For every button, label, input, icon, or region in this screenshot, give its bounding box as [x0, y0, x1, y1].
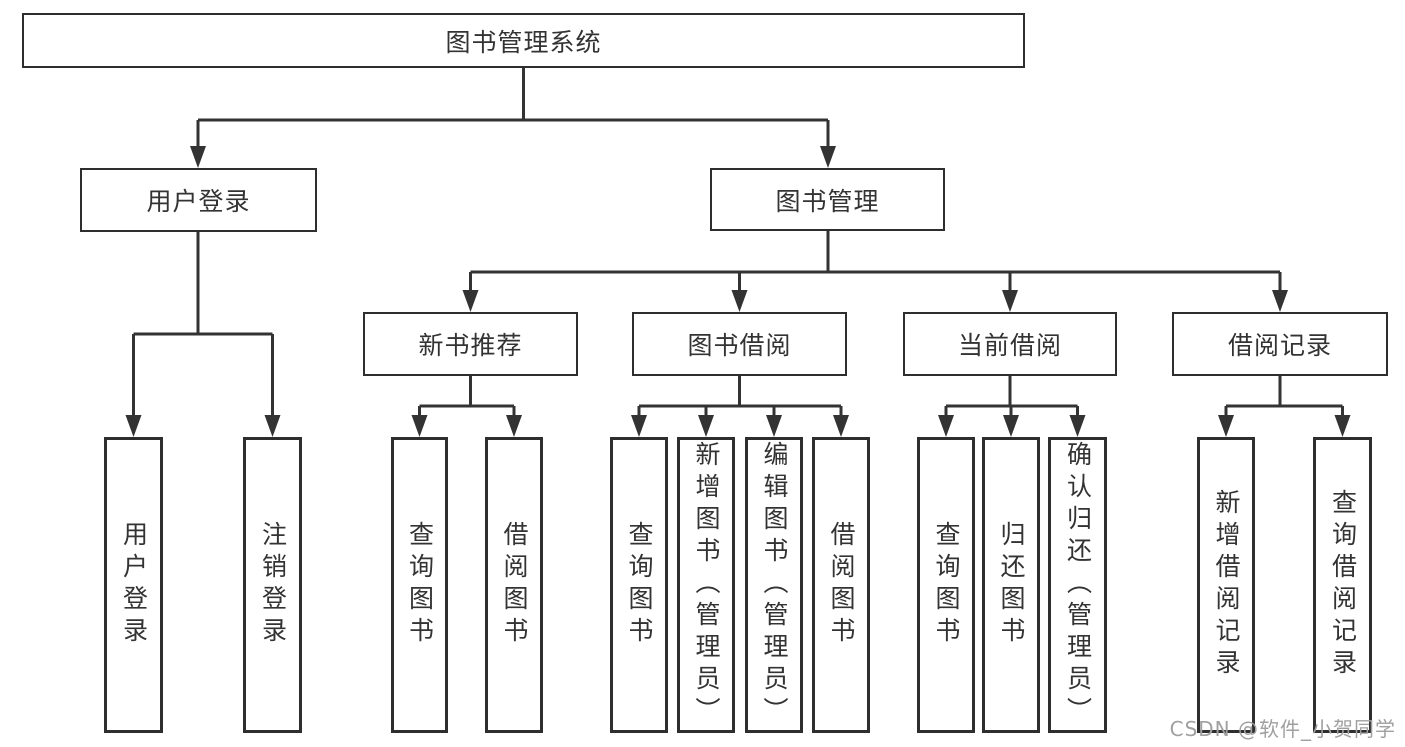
- node-book-borrowing: 图书借阅: [632, 312, 847, 376]
- leaf-query-books-current: 查询图书: [917, 437, 975, 733]
- leaf-add-books-admin: 新增图书（管理员）: [677, 437, 735, 733]
- leaf-borrow-books-recommend: 借阅图书: [485, 437, 543, 733]
- node-borrowing-records: 借阅记录: [1172, 312, 1388, 376]
- leaf-user-login: 用户登录: [104, 437, 163, 733]
- arrowheads: [125, 146, 1351, 437]
- node-book-management: 图书管理: [710, 168, 945, 231]
- leaf-query-books-borrow: 查询图书: [610, 437, 668, 733]
- node-current-borrowing: 当前借阅: [903, 312, 1117, 376]
- leaf-logout: 注销登录: [243, 437, 302, 733]
- leaf-return-books: 归还图书: [982, 437, 1040, 733]
- leaf-add-borrow-record: 新增借阅记录: [1197, 437, 1255, 733]
- node-user-login: 用户登录: [80, 168, 317, 232]
- leaf-confirm-return-admin: 确认归还（管理员）: [1048, 437, 1107, 733]
- leaf-query-borrow-record: 查询借阅记录: [1313, 437, 1372, 733]
- watermark: CSDN @软件_小贺同学: [1169, 717, 1396, 741]
- leaf-borrow-books: 借阅图书: [812, 437, 870, 733]
- connector-path: [132, 68, 1344, 417]
- node-root: 图书管理系统: [22, 13, 1025, 68]
- leaf-query-books-recommend: 查询图书: [391, 437, 448, 733]
- leaf-edit-books-admin: 编辑图书（管理员）: [745, 437, 803, 733]
- node-new-book-recommendation: 新书推荐: [363, 312, 578, 376]
